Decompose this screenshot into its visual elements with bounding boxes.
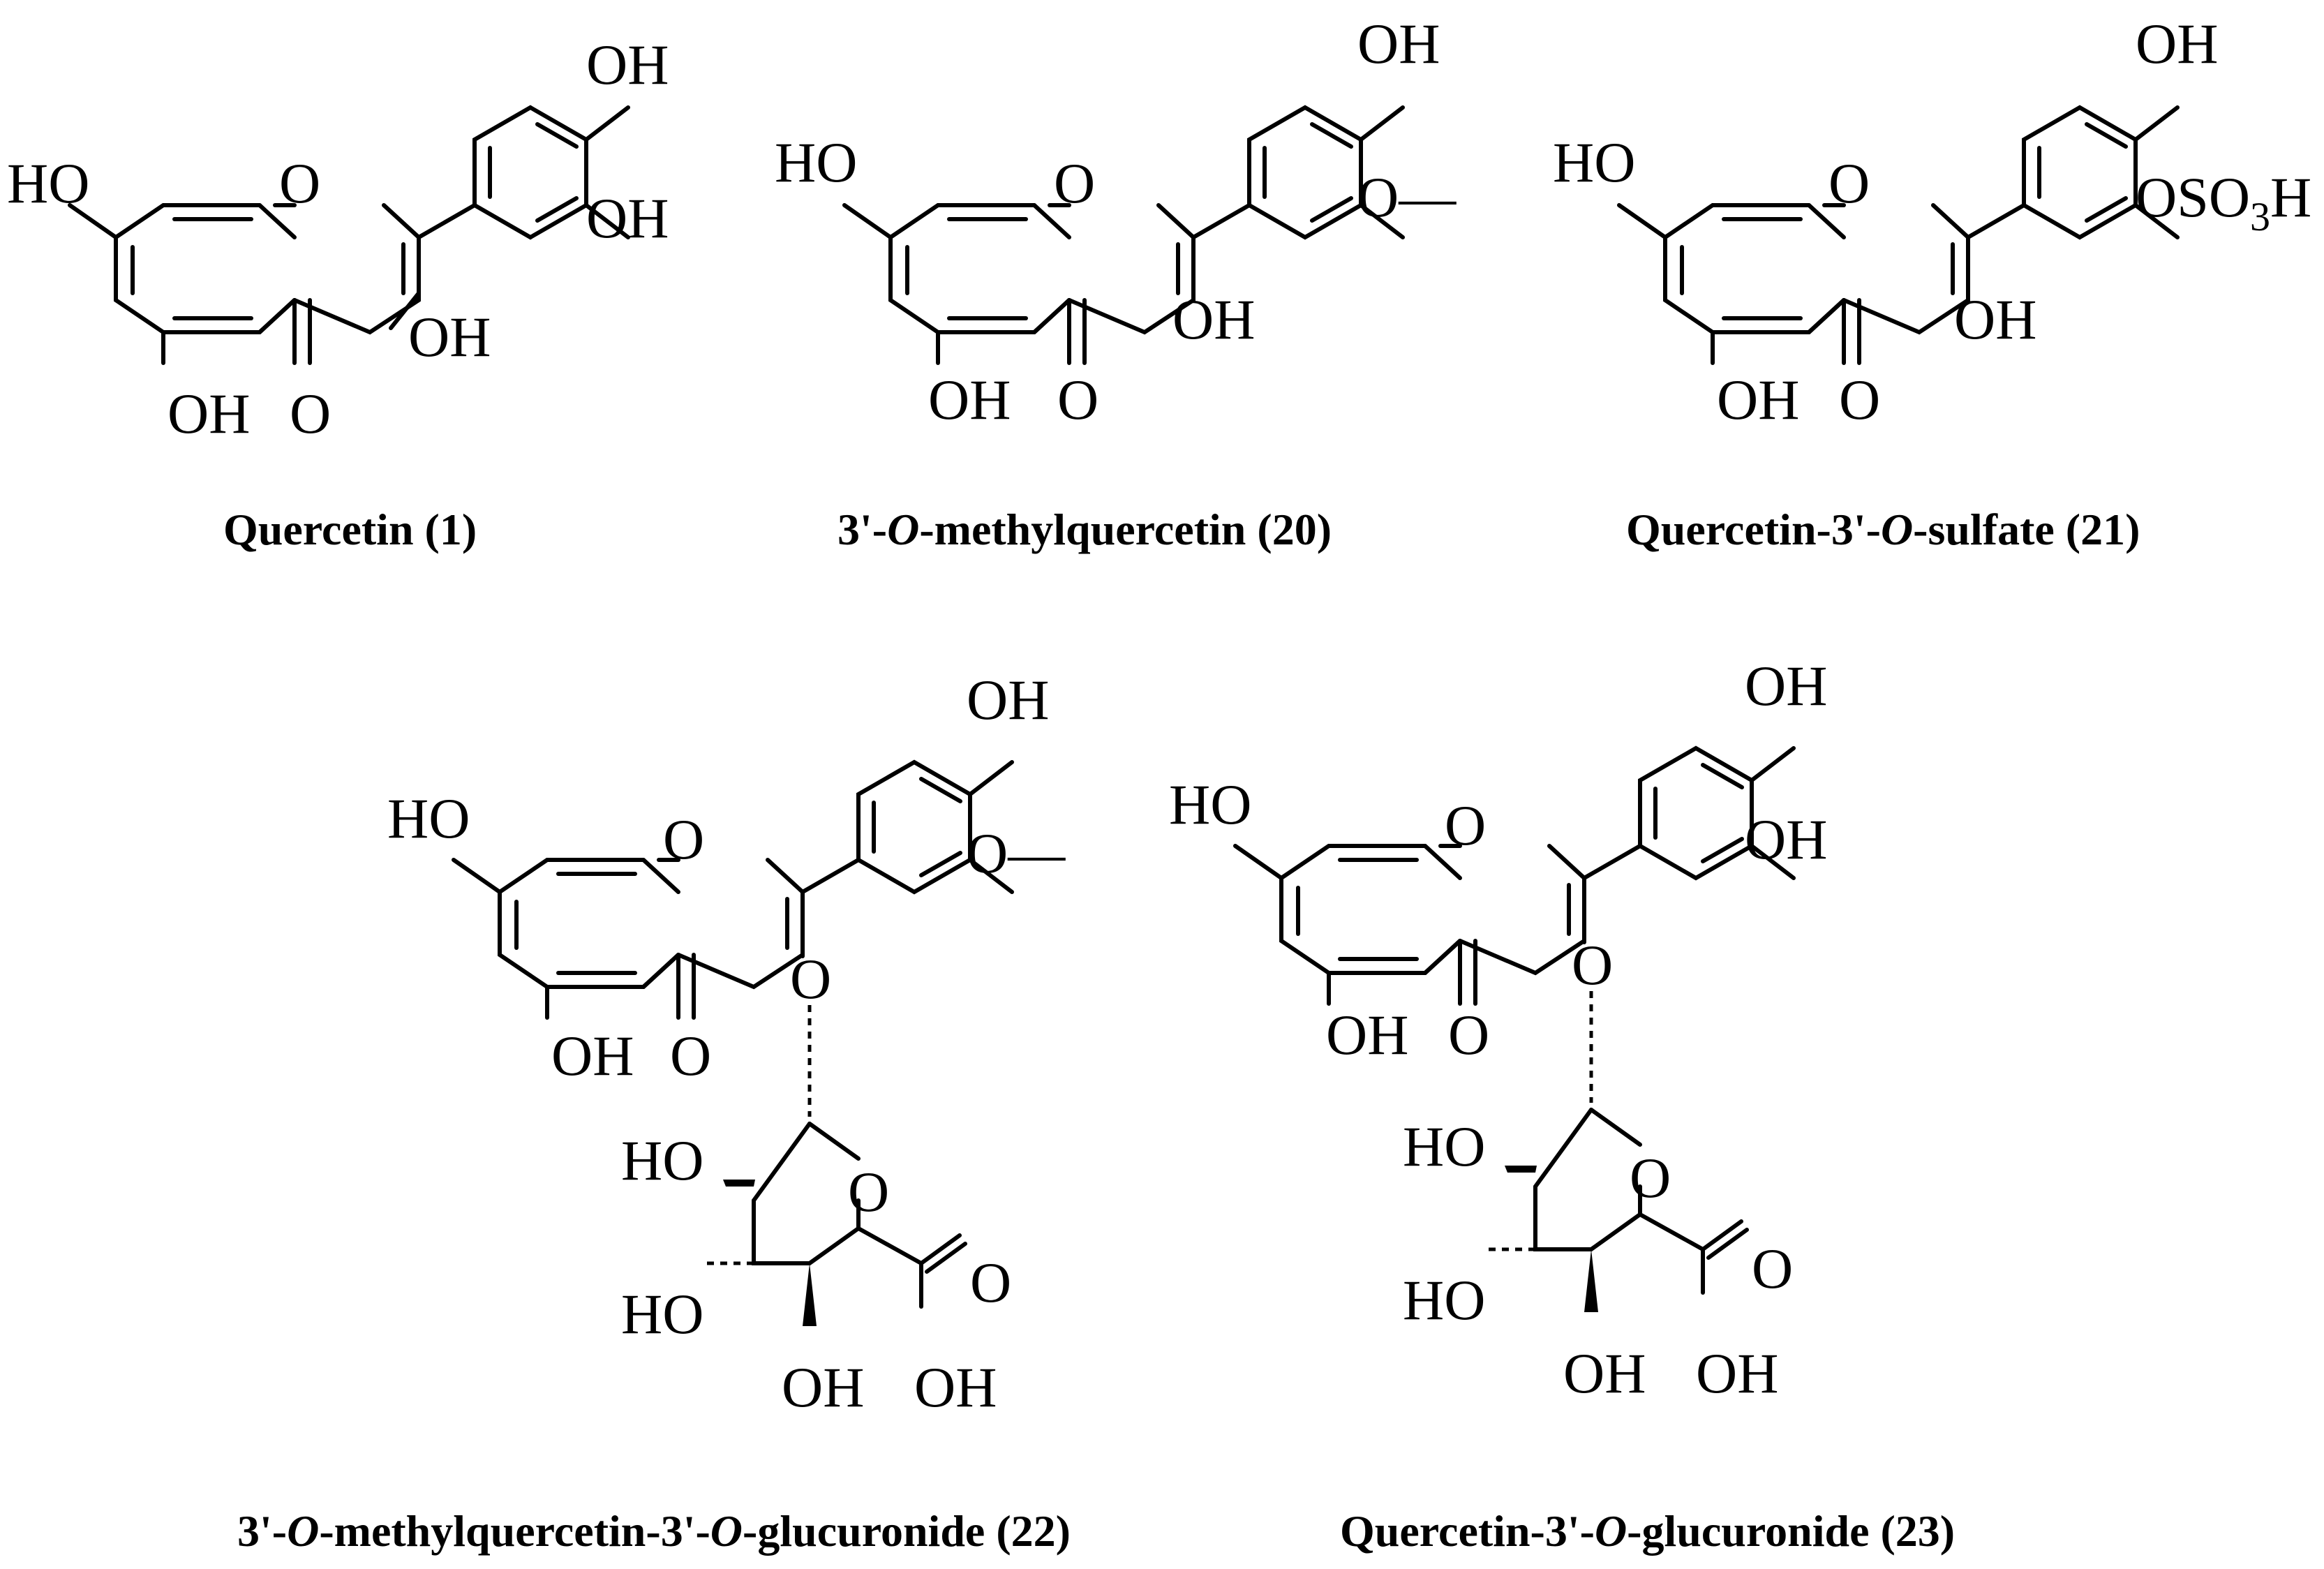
- caption-compound-22: 3'-O-methylquercetin-3'-O-glucuronide (2…: [237, 1506, 1071, 1556]
- atom-o-carbonyl: O: [1057, 368, 1098, 431]
- atom-oh-5: OH: [1717, 368, 1799, 431]
- atom-o-sulfate: OSO3H: [2136, 165, 2311, 239]
- structure-quercetin: O HO OH O OH OH OH Quercetin (1): [7, 33, 669, 554]
- atom-o-sugar-ring: O: [848, 1160, 889, 1224]
- atom-o-carbonyl: O: [1839, 368, 1880, 431]
- atom-oh-4prime: OH: [967, 668, 1049, 731]
- atom-o-methyl: O—: [967, 821, 1066, 885]
- atom-oh-4prime: OH: [1745, 654, 1827, 717]
- atom-o-methyl: O—: [1357, 165, 1457, 229]
- atom-o-carbonyl: O: [1448, 1003, 1489, 1066]
- atom-oh-sugar-4: OH: [782, 1355, 864, 1419]
- atom-oh-4prime: OH: [1357, 12, 1440, 75]
- caption-compound-1: Quercetin (1): [223, 505, 477, 554]
- atom-oh-3prime: OH: [1745, 808, 1827, 871]
- atom-oh-3: OH: [408, 305, 491, 369]
- atom-o-carbonyl: O: [290, 382, 331, 445]
- atom-oh-acid: OH: [914, 1355, 997, 1419]
- atom-o-ring: O: [279, 151, 320, 215]
- structure-quercetin-glucuronide: O HO OH O O OH OH O HO HO OH O OH Querce…: [1169, 654, 1955, 1556]
- structure-quercetin-3-o-sulfate: O HO OH O OH OH OSO3H Quercetin-3'-O-sul…: [1553, 12, 2311, 554]
- atom-oh-3: OH: [1954, 288, 2036, 351]
- atom-o-acid: O: [970, 1251, 1011, 1314]
- atom-oh-sugar-4: OH: [1563, 1341, 1646, 1405]
- structure-3-o-methylquercetin-glucuronide: O HO OH O O OH O— O HO HO OH O OH 3'-O-m…: [237, 668, 1071, 1556]
- atom-o-ring: O: [1054, 151, 1095, 215]
- atom-ho-7: HO: [1169, 773, 1251, 836]
- atom-oh-3prime: OH: [586, 186, 669, 250]
- atom-ho-sugar-3: HO: [621, 1282, 703, 1346]
- atom-o-glycosidic: O: [790, 947, 831, 1011]
- caption-compound-23: Quercetin-3'-O-glucuronide (23): [1340, 1506, 1955, 1556]
- atom-oh-4prime: OH: [2136, 12, 2218, 75]
- atom-o-carbonyl: O: [670, 1024, 711, 1087]
- atom-o-glycosidic: O: [1572, 933, 1613, 997]
- atom-ho-7: HO: [1553, 131, 1635, 194]
- atom-oh-4prime: OH: [586, 33, 669, 96]
- atom-o-ring: O: [663, 808, 704, 871]
- atom-oh-5: OH: [551, 1024, 634, 1087]
- caption-compound-21: Quercetin-3'-O-sulfate (21): [1626, 505, 2140, 554]
- atom-o-ring: O: [1828, 151, 1870, 215]
- caption-compound-20: 3'-O-methylquercetin (20): [837, 505, 1332, 554]
- atom-ho-sugar-2: HO: [1403, 1115, 1485, 1178]
- atom-o-ring: O: [1445, 794, 1486, 857]
- structure-3-o-methylquercetin: O HO OH O OH OH O— 3'-O-methylquercetin …: [775, 12, 1457, 554]
- atom-oh-5: OH: [167, 382, 250, 445]
- atom-o-acid: O: [1752, 1237, 1793, 1300]
- atom-ho-sugar-3: HO: [1403, 1268, 1485, 1332]
- atom-o-sugar-ring: O: [1630, 1146, 1671, 1210]
- atom-oh-acid: OH: [1696, 1341, 1778, 1405]
- atom-oh-5: OH: [928, 368, 1011, 431]
- atom-ho-7: HO: [387, 787, 470, 850]
- atom-oh-5: OH: [1326, 1003, 1408, 1066]
- atom-ho-7: HO: [7, 151, 89, 215]
- atom-ho-7: HO: [775, 131, 857, 194]
- atom-oh-3: OH: [1172, 288, 1255, 351]
- atom-ho-sugar-2: HO: [621, 1129, 703, 1192]
